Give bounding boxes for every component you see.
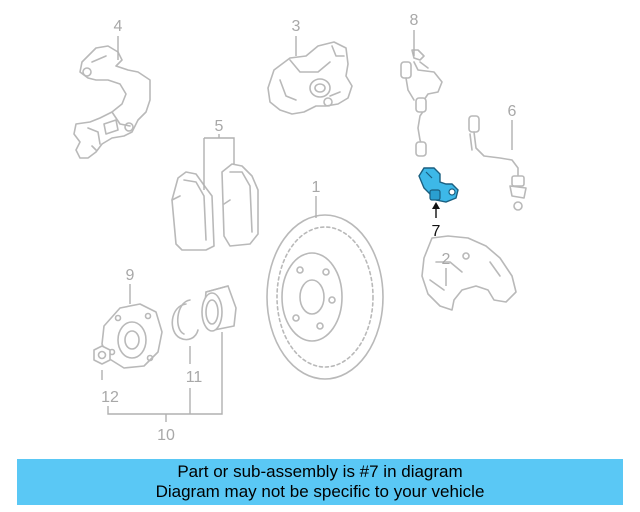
banner-line-2: Diagram may not be specific to your vehi… bbox=[155, 482, 485, 501]
banner-line-1: Part or sub-assembly is #7 in diagram bbox=[177, 462, 463, 481]
part-8-sensor-wire[interactable] bbox=[400, 49, 443, 157]
callout-7: 7 bbox=[432, 223, 441, 240]
part-4-caliper-bracket[interactable] bbox=[73, 45, 151, 159]
part-5-brake-pads[interactable] bbox=[171, 163, 259, 251]
part-6-brake-hose[interactable] bbox=[468, 115, 527, 211]
callout-4: 4 bbox=[114, 18, 123, 35]
part-3-caliper[interactable] bbox=[267, 41, 353, 115]
callout-1: 1 bbox=[312, 179, 321, 196]
callout-3: 3 bbox=[292, 18, 301, 35]
callout-12: 12 bbox=[101, 389, 119, 406]
part-9-wheel-hub[interactable] bbox=[101, 303, 163, 369]
part-7-abs-sensor[interactable] bbox=[418, 167, 459, 203]
part-12-hub-nut[interactable] bbox=[93, 345, 111, 365]
callout-10: 10 bbox=[157, 427, 175, 444]
callout-6: 6 bbox=[508, 103, 517, 120]
info-banner: Part or sub-assembly is #7 in diagram Di… bbox=[17, 459, 623, 505]
part-11-snap-ring[interactable] bbox=[171, 299, 199, 341]
part-1-brake-rotor[interactable] bbox=[266, 214, 384, 380]
part-10-wheel-bearing[interactable] bbox=[201, 285, 237, 332]
callout-11: 11 bbox=[186, 369, 203, 386]
callout-8: 8 bbox=[410, 12, 419, 29]
callout-9: 9 bbox=[126, 267, 135, 284]
part-2-splash-shield[interactable] bbox=[421, 235, 517, 311]
callout-5: 5 bbox=[215, 118, 224, 135]
callout-2: 2 bbox=[442, 251, 451, 268]
